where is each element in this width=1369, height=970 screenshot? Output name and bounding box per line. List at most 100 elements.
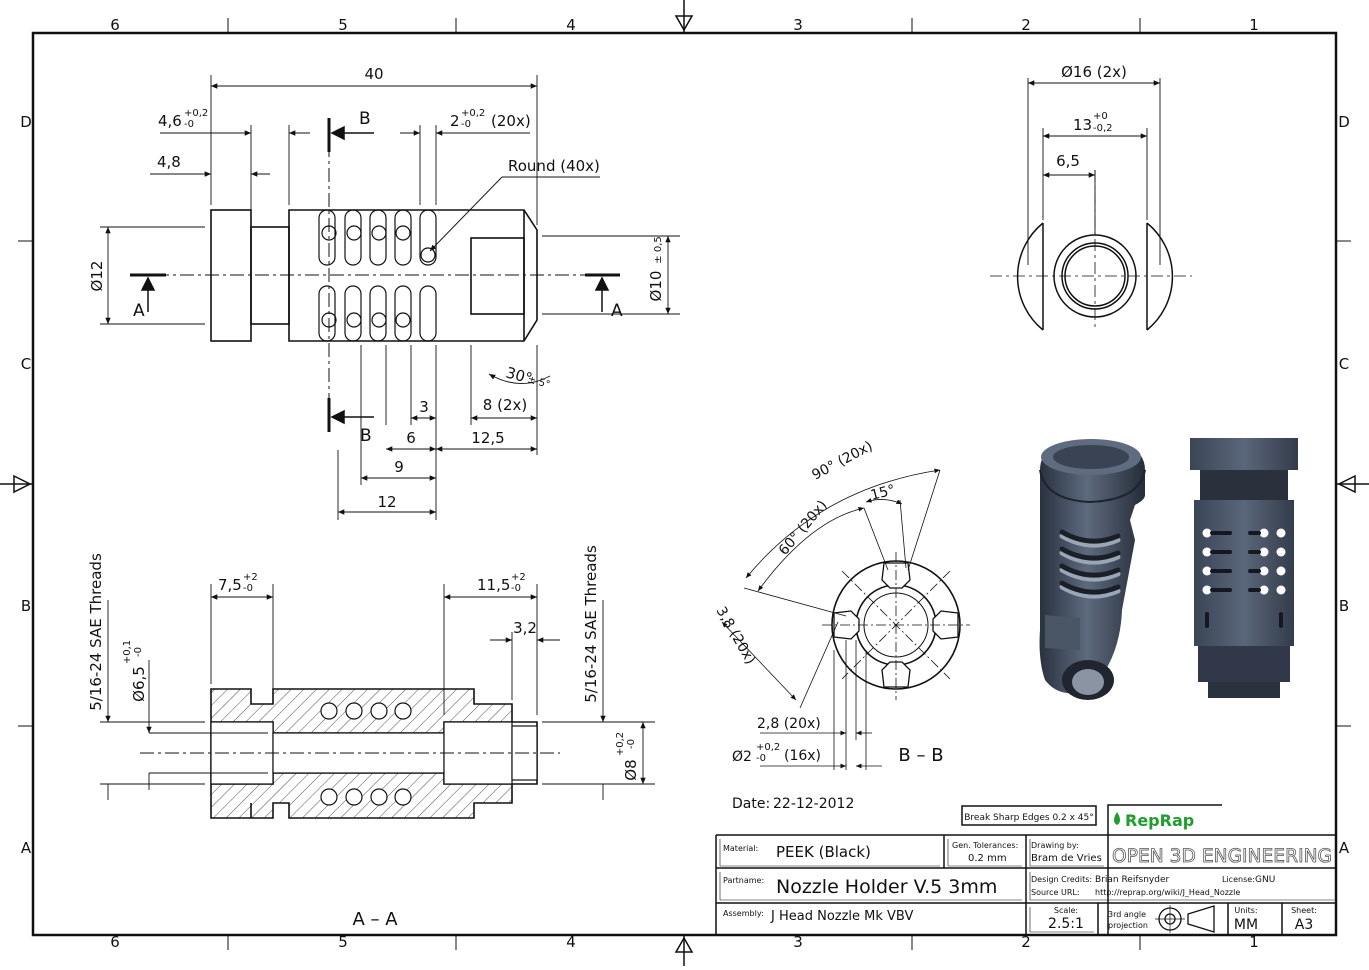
section-a-label: A (611, 301, 623, 321)
grid-labels: 6 5 4 3 2 1 6 5 4 3 2 1 D C B A D C B A (20, 16, 1350, 951)
width-3-8: 3,8 (20x) (713, 604, 759, 667)
projection-text: 3rd angle (1108, 910, 1146, 919)
dim-bore: 6,5 (1056, 152, 1080, 170)
sheet-label: Sheet: (1291, 906, 1317, 915)
tol-lower: -0,2 (1093, 123, 1113, 134)
section-b-label: B (360, 426, 372, 446)
column-label-top: 5 (338, 16, 348, 34)
tol-upper: +0 (1093, 111, 1108, 122)
dim-flat: 13 (1073, 116, 1092, 134)
tol-upper: +2 (243, 572, 258, 583)
column-label-top: 4 (566, 16, 576, 34)
section-b-b: 90° (20x) 60° (20x) 15° 3,8 (20x) 2,8 (2… (713, 438, 970, 770)
column-label-top: 6 (110, 16, 120, 34)
dim-bore-right: Ø8 (622, 759, 640, 780)
note-box (961, 805, 1097, 826)
assembly-value: J Head Nozzle Mk VBV (770, 909, 913, 924)
material-value: PEEK (Black) (776, 843, 871, 861)
dim-chamfer-len: 8 (2x) (483, 396, 527, 414)
tol-lower: -0 (626, 739, 637, 749)
credits-label: Design Credits: (1031, 875, 1092, 884)
source-value: http://reprap.org/wiki/J_Head_Nozzle (1095, 888, 1240, 897)
drawing-by-value: Bram de Vries (1031, 853, 1102, 864)
projection-symbol-icon (1155, 905, 1215, 933)
sheet-value: A3 (1295, 917, 1313, 933)
dim-slot-count: (20x) (491, 112, 531, 130)
column-label-bottom: 6 (110, 933, 120, 951)
license-label: License: (1222, 875, 1255, 884)
row-label-left: B (21, 597, 31, 615)
front-dimension-texts: 40 4,6 +0,2 -0 4,8 2 +0,2 -0 (20x) Round… (88, 65, 665, 511)
tol-lower: -0 (511, 583, 521, 594)
tol-lower: -0 (133, 647, 144, 657)
tol-upper: +0,2 (461, 108, 485, 119)
cooling-slots (318, 209, 437, 342)
thread-right: 5/16-24 SAE Threads (582, 545, 600, 703)
scale-value: 2.5:1 (1048, 916, 1084, 932)
dim-9: 9 (394, 458, 404, 476)
render-isometric (1039, 439, 1146, 700)
row-label-left: D (20, 113, 32, 131)
tol-lower: -0 (184, 119, 194, 130)
dim-12: 12 (377, 493, 396, 511)
date-value: 22-12-2012 (773, 796, 854, 812)
tol-upper: +0,2 (756, 742, 780, 753)
thread-left: 5/16-24 SAE Threads (87, 553, 105, 711)
front-dimension-lines (100, 75, 680, 520)
dim-flange: 4,6 (158, 112, 182, 130)
brand-logo: RepRap (1125, 811, 1194, 830)
end-view: Ø16 (2x) 13 +0 -0,2 6,5 (990, 63, 1192, 331)
column-label-bottom: 3 (793, 933, 803, 951)
dim-slot: 2 (450, 112, 460, 130)
units-label: Units: (1234, 906, 1257, 915)
tol-upper: +0,2 (184, 108, 208, 119)
assembly-label: Assembly: (723, 909, 764, 918)
partname-label: Partname: (723, 876, 764, 885)
dim-dia-right: Ø10 (647, 271, 665, 302)
tol-chamfer: ± 5° (526, 374, 551, 391)
dim-dia-left: Ø12 (88, 261, 106, 292)
license-value: GNU (1255, 875, 1275, 885)
section-a-a-label: A – A (352, 909, 398, 930)
drawing-by-label: Drawing by: (1031, 841, 1079, 850)
column-label-bottom: 5 (338, 933, 348, 951)
units-value: MM (1234, 917, 1258, 933)
section-a-a: 7,5 +2 -0 11,5 +2 -0 3,2 5/16-24 SAE Thr… (87, 545, 655, 930)
dim-3: 3 (419, 398, 429, 416)
row-label-right: D (1338, 113, 1350, 131)
render-side (1190, 438, 1298, 698)
dim-6: 6 (406, 429, 416, 447)
tol-dia-right: ± 0,5 (653, 236, 664, 263)
tolerance-label: Gen. Tolerances: (952, 841, 1018, 850)
row-label-left: C (21, 355, 31, 373)
column-label-top: 1 (1249, 16, 1259, 34)
dim-overall: 40 (364, 65, 383, 83)
dim-outer-dia: Ø16 (2x) (1061, 63, 1127, 81)
source-label: Source URL: (1031, 888, 1080, 897)
dim-bore-left: Ø6,5 (130, 666, 148, 702)
width-2-8: 2,8 (20x) (757, 716, 821, 732)
column-label-top: 2 (1021, 16, 1031, 34)
row-label-right: A (1339, 839, 1350, 857)
credits-value: Brian Reifsnyder (1095, 875, 1169, 885)
section-a-label: A (133, 301, 145, 321)
tol-upper: +0,1 (122, 640, 133, 664)
column-label-bottom: 4 (566, 933, 576, 951)
row-label-right: B (1339, 597, 1349, 615)
dim-counterbore: 3,2 (513, 619, 537, 637)
projection-text: projection (1108, 921, 1148, 930)
dim-neck: 4,8 (157, 153, 181, 171)
title-block: Date: 22-12-2012 Break Sharp Edges 0.2 x… (715, 796, 1336, 935)
front-view: A A B B (88, 65, 680, 520)
angle-15: 15° (869, 482, 897, 504)
dim-depth-left: 7,5 (218, 576, 242, 594)
row-label-left: A (21, 839, 32, 857)
tol-lower: -0 (461, 119, 471, 130)
section-b-label: B (359, 109, 371, 129)
tol-upper: +2 (511, 572, 526, 583)
tol-upper: +0,2 (615, 732, 626, 756)
hole-dia: Ø2 (732, 749, 752, 765)
note-round: Round (40x) (508, 157, 600, 175)
